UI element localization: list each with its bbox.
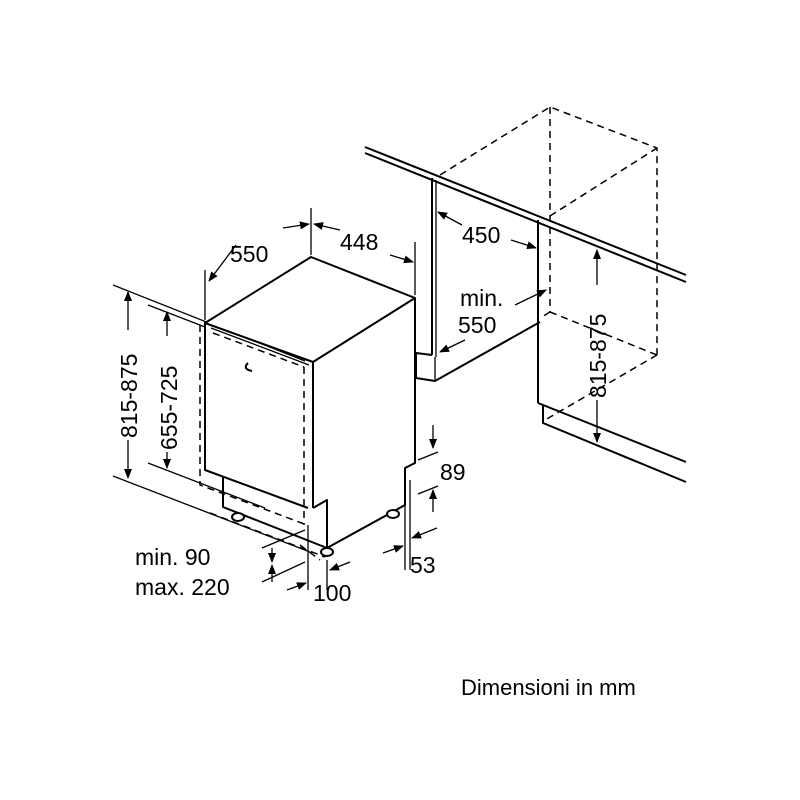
niche-depth-prefix: min. <box>460 285 503 311</box>
niche-depth-label: 550 <box>458 312 496 338</box>
kitchen-niche <box>364 106 687 483</box>
plinth-depth-label: 53 <box>410 552 436 578</box>
door-height-label: 655-725 <box>156 366 182 450</box>
dishwasher <box>199 256 416 557</box>
appliance-height-label: 815-875 <box>116 354 142 438</box>
plinth-gap-max-label: max. 220 <box>135 574 230 600</box>
niche-width-label: 450 <box>462 222 500 248</box>
appliance-width-label: 448 <box>340 229 378 255</box>
dimension-lines <box>124 208 601 591</box>
plinth-height-label: 89 <box>440 459 466 485</box>
appliance-depth-label: 550 <box>230 241 268 267</box>
door-handle <box>244 362 253 372</box>
foot <box>386 509 400 519</box>
niche-height-label: 815-875 <box>585 314 611 398</box>
foot-offset-label: 100 <box>313 580 351 606</box>
foot <box>231 512 245 522</box>
units-caption: Dimensioni in mm <box>461 675 636 700</box>
plinth-gap-min-label: min. 90 <box>135 544 210 570</box>
foot <box>320 547 334 557</box>
